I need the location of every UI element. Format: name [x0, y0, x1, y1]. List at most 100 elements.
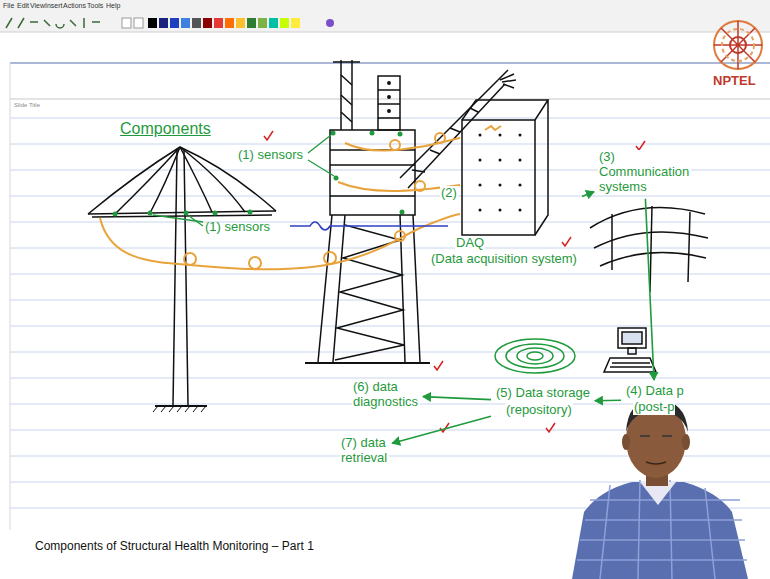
sensor-dots-part [248, 210, 253, 215]
orange-cables [100, 126, 501, 269]
building-drawing-part [462, 100, 548, 235]
communication-lines-drawing-part [688, 212, 690, 282]
presenter-part [646, 462, 666, 464]
red-tick-marks-part [546, 423, 555, 432]
offshore-platform-drawing-part [378, 90, 400, 118]
toolbar-part [122, 18, 131, 28]
computer-drawing-part [618, 328, 646, 348]
page-ruling-part [10, 222, 770, 223]
toolbar-part [159, 18, 168, 28]
presenter-part [577, 480, 747, 579]
orange-cables-part [390, 140, 400, 150]
toolbar-part [236, 18, 245, 28]
offshore-platform-drawing-part [330, 130, 415, 215]
step-text: (3) Communication systems [598, 150, 691, 195]
toolbar-part [170, 18, 179, 28]
communication-lines-drawing-part [590, 208, 705, 228]
nptel-logo-part [714, 21, 762, 69]
step-label: (6) data diagnostics [352, 380, 420, 410]
orange-cables-part [415, 181, 425, 191]
building-drawing-part-part [479, 134, 482, 137]
orange-cables-part [324, 252, 336, 264]
step-label: (5) Data storage(repository) [495, 386, 591, 418]
building-drawing-part-part [519, 159, 522, 162]
communication-lines-drawing-part [650, 206, 652, 292]
red-tick-marks-part [562, 237, 571, 246]
sensor-label: (1) sensors [238, 148, 303, 163]
logo-text: NPTEL [713, 74, 756, 89]
nptel-logo [714, 21, 762, 69]
nptel-logo-part [714, 21, 762, 69]
sensor-label: (1) sensors [205, 220, 270, 235]
step-text: (7) data retrieval [340, 436, 389, 466]
presenter-part [622, 434, 630, 450]
communication-lines-drawing-part [600, 253, 706, 266]
red-tick-marks [264, 131, 645, 432]
toolbar-part [291, 18, 300, 28]
step-text: (post-p [633, 400, 675, 415]
computer-drawing-part [628, 348, 636, 354]
offshore-platform-drawing-part [388, 96, 390, 98]
toolbar-part [258, 18, 267, 28]
orange-cables-part [395, 231, 405, 241]
nptel-logo-part [722, 29, 754, 61]
sensor-dots-part [334, 176, 339, 181]
storage-spiral-part [527, 352, 543, 360]
step-text: (6) data diagnostics [352, 380, 420, 410]
pylon-drawing-part [180, 147, 212, 212]
offshore-platform-drawing-part [335, 225, 404, 360]
sensor-dots-part [148, 211, 153, 216]
toolbar-part [247, 18, 256, 28]
offshore-platform-drawing-part [413, 215, 420, 362]
offshore-platform-drawing-part [378, 76, 400, 130]
sensor-dots-part [331, 131, 336, 136]
flow-arrow [595, 399, 621, 401]
menu-item: Actions [63, 2, 86, 10]
page-ruling [10, 63, 770, 530]
building-drawing-part-part [499, 159, 502, 162]
presenter-part [640, 435, 672, 437]
building-drawing [462, 100, 548, 235]
page-ruling-part [10, 63, 11, 530]
toolbar-part [0, 32, 770, 33]
page-ruling-part [10, 300, 770, 301]
leader-lines [153, 135, 334, 226]
step-text: (2) [440, 186, 458, 201]
toolbar-part [6, 18, 100, 28]
menu-item: Tools [87, 2, 103, 10]
building-drawing-part-part [499, 134, 502, 137]
sensor-dots [113, 131, 405, 217]
page-ruling-part [10, 378, 770, 379]
pylon-drawing-part [153, 406, 206, 412]
building-drawing-part-part [519, 184, 522, 187]
presenter-part [572, 482, 748, 579]
computer-drawing [604, 328, 656, 372]
page-ruling-part [10, 248, 770, 249]
offshore-platform-drawing-part [388, 110, 390, 112]
orange-cables-part [184, 253, 196, 265]
pylon-drawing-part [150, 147, 180, 213]
step-text: (4) Data p [625, 384, 685, 399]
page-ruling-part [10, 62, 770, 64]
offshore-platform-drawing-part [305, 362, 430, 364]
presenter [572, 400, 748, 579]
menu-item: View [30, 2, 45, 10]
offshore-platform-drawing-part [333, 62, 360, 122]
toolbar-part [181, 18, 190, 28]
storage-spiral-part [517, 348, 553, 364]
footer-caption: Components of Structural Health Monitori… [35, 540, 314, 554]
leader-lines-part [308, 135, 331, 153]
pylon-drawing-part [115, 147, 180, 214]
red-tick-marks-part [636, 141, 645, 150]
menu-item: Insert [45, 2, 63, 10]
orange-cables-part [249, 257, 261, 269]
sensor-dots-part [184, 211, 189, 216]
step-label: (2)DAQ(Data acquisition system) [430, 186, 578, 267]
presenter-part [626, 400, 688, 432]
sensor-dots-part [370, 131, 375, 136]
toolbar-part [134, 18, 143, 28]
storage-spiral-part [495, 339, 575, 373]
